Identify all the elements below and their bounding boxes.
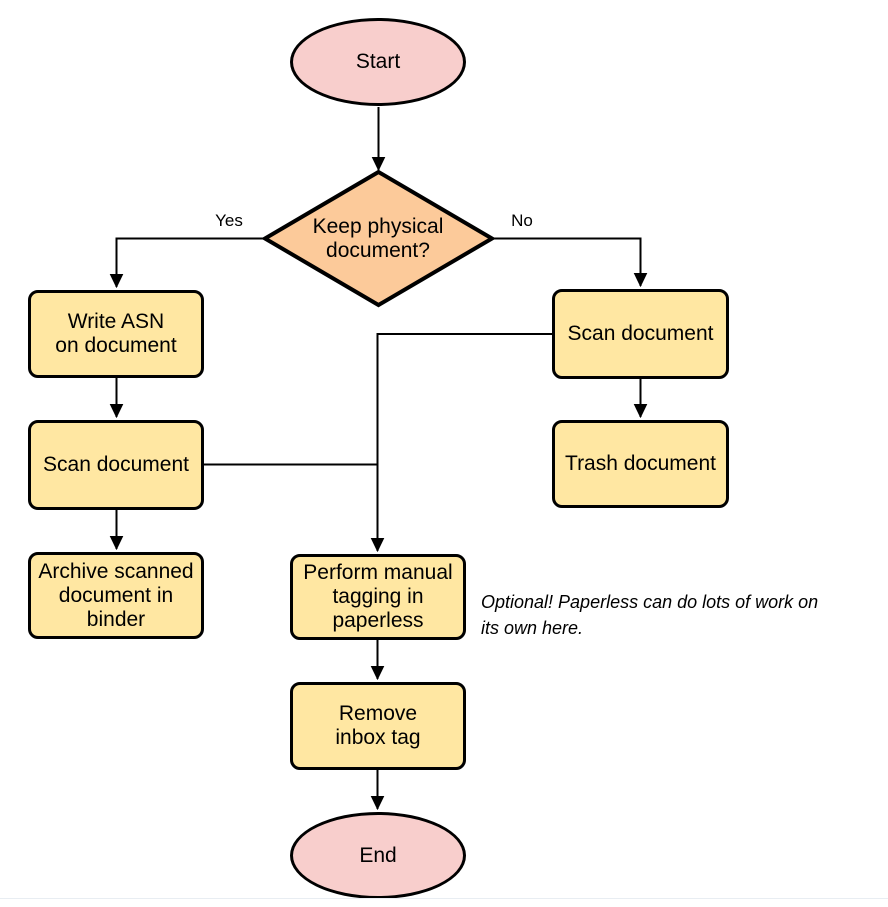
page-bottom-edge-line — [0, 898, 888, 899]
node-start: Start — [290, 18, 466, 106]
node-scan-document-left: Scan document — [28, 420, 204, 510]
edge-decision-no-to-scan-right — [492, 237, 641, 287]
node-manual-tagging: Perform manual tagging in paperless — [290, 554, 466, 640]
node-scan-document-right: Scan document — [552, 289, 729, 379]
edge-scan-right-to-tagging — [378, 333, 552, 551]
node-remove-inbox-tag-label: Remove inbox tag — [335, 702, 421, 749]
node-start-label: Start — [355, 50, 401, 73]
annotation-optional-note: Optional! Paperless can do lots of work … — [481, 592, 819, 638]
node-trash-document: Trash document — [552, 420, 729, 508]
decision-diamond-shape — [261, 169, 496, 308]
edge-label-yes: Yes — [215, 211, 243, 230]
node-remove-inbox-tag: Remove inbox tag — [290, 682, 466, 770]
node-scan-document-right-label: Scan document — [567, 322, 714, 345]
node-trash-document-label: Trash document — [565, 452, 716, 475]
node-end-label: End — [359, 843, 397, 867]
node-write-asn-label: Write ASN on document — [55, 310, 177, 357]
node-archive-in-binder: Archive scanned document in binder — [28, 552, 204, 639]
node-manual-tagging-label: Perform manual tagging in paperless — [303, 561, 453, 632]
node-decision: Keep physical document? — [278, 196, 478, 282]
edge-decision-yes-to-write-asn — [117, 237, 265, 288]
node-archive-in-binder-label: Archive scanned document in binder — [38, 559, 194, 631]
node-end: End — [290, 812, 466, 899]
node-decision-label: Keep physical document? — [312, 215, 444, 262]
edge-label-no: No — [511, 211, 533, 230]
node-write-asn: Write ASN on document — [28, 290, 204, 378]
node-scan-document-left-label: Scan document — [43, 453, 189, 476]
